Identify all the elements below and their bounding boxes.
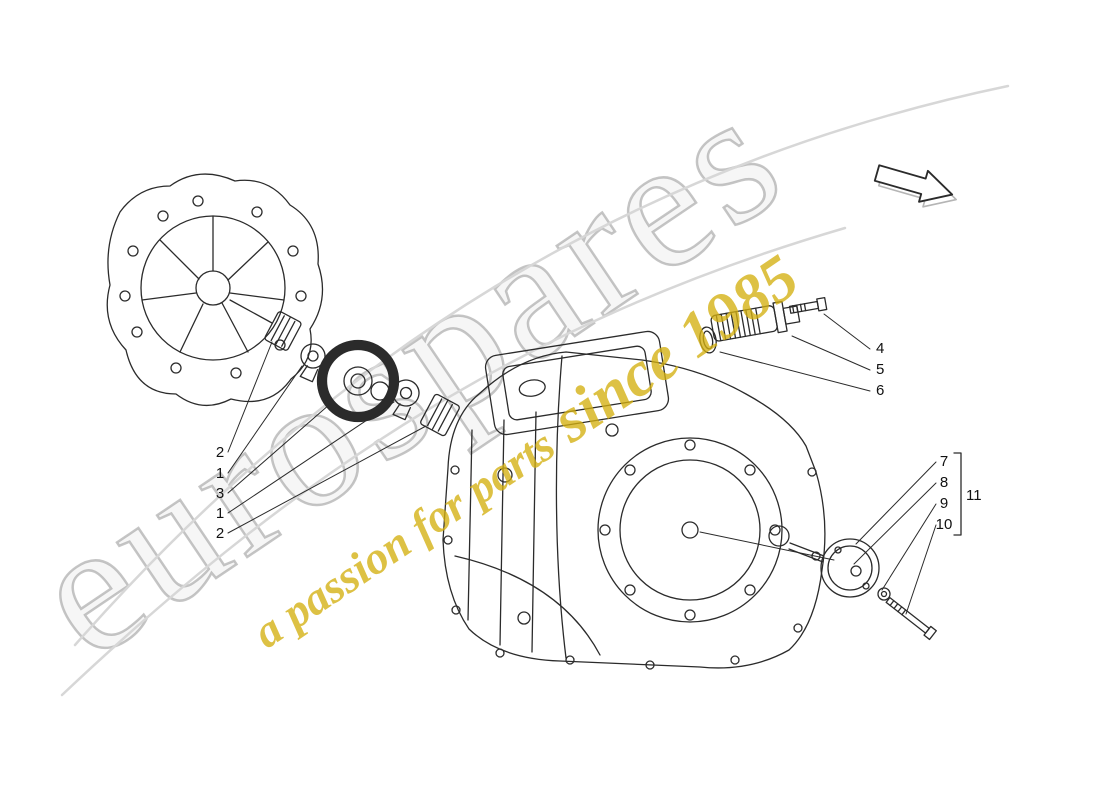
watermark-swoosh [60,84,1010,697]
leader-lines [227,313,937,615]
callout-strainer-bolt[interactable]: 4 [876,340,884,357]
callout-pump-bolt[interactable]: 10 [936,516,953,533]
callout-o-ring[interactable]: 6 [876,382,884,399]
oil-strainer [710,300,801,342]
strainer-bolt [788,296,828,314]
gear-shaft-line [229,299,273,324]
pump-axis-line [699,531,835,561]
bearing-rear [420,393,460,437]
pump-washer [877,587,891,601]
direction-arrow-icon [873,164,957,208]
callout-pump-cover[interactable]: 8 [940,474,948,491]
callout-washer-front[interactable]: 1 [216,465,224,482]
callout-pump-housing[interactable]: 7 [940,453,948,470]
clutch-housing [106,173,324,406]
oil-pump-gear [316,339,400,423]
pump-shaft [788,542,825,563]
callout-pump-washer[interactable]: 9 [940,495,948,512]
bearing-front [264,311,302,351]
group-bracket [953,452,962,536]
oil-pump [820,538,880,598]
callout-pump-assembly[interactable]: 11 [966,487,982,504]
gearbox-housing [442,330,826,670]
pump-bolt [885,596,937,641]
tab-washer-rear [392,379,420,421]
callout-bearing-rear[interactable]: 2 [216,525,224,542]
callout-gear[interactable]: 3 [216,485,224,502]
callout-washer-rear[interactable]: 1 [216,505,224,522]
callout-bearing-front[interactable]: 2 [216,444,224,461]
callout-strainer[interactable]: 5 [876,361,884,378]
o-ring [699,326,717,354]
